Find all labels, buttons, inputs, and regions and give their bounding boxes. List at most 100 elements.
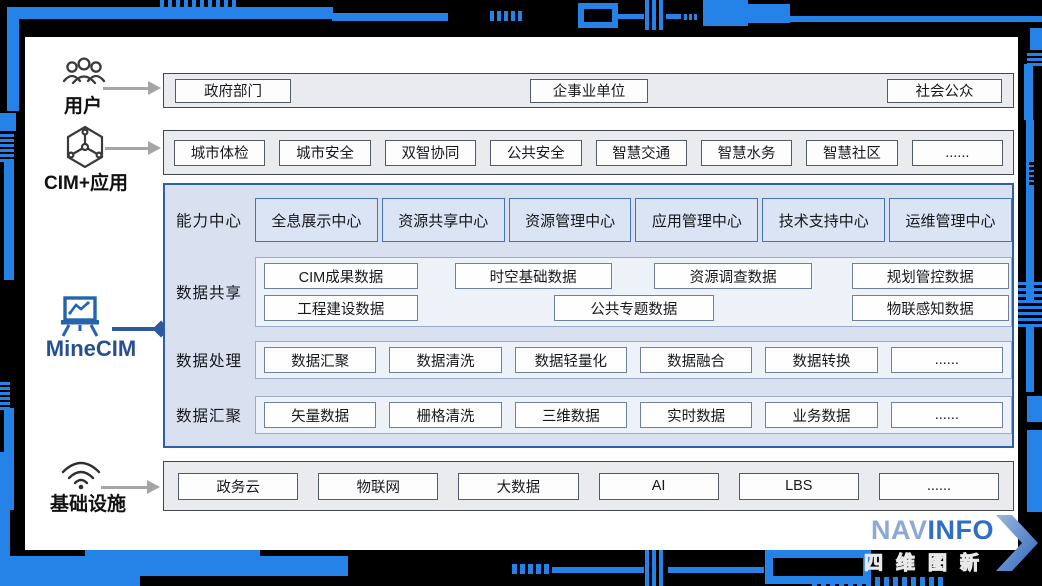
- infra-arrow-head: [147, 480, 160, 494]
- frame-decoration: [216, 0, 220, 7]
- minecim-label: MineCIM: [45, 336, 137, 361]
- frame-decoration: [0, 402, 10, 405]
- presentation-chart-icon: [57, 295, 103, 344]
- frame-decoration: [1029, 172, 1042, 175]
- frame-decoration: [1018, 312, 1042, 315]
- infrastructure-row: 政务云 物联网 大数据 AI LBS ......: [163, 461, 1014, 511]
- source-box-more: ......: [890, 402, 1003, 428]
- infra-arrow: [101, 486, 147, 489]
- frame-decoration: [1029, 182, 1042, 185]
- sharing-row-label: 数据共享: [176, 285, 243, 302]
- frame-decoration: [1026, 120, 1034, 302]
- frame-decoration: [1030, 28, 1042, 50]
- frame-decoration: [0, 154, 14, 157]
- frame-decoration: [920, 577, 925, 586]
- frame-decoration: [192, 0, 196, 7]
- capability-box: 全息展示中心: [255, 198, 378, 242]
- frame-decoration: [790, 16, 1042, 22]
- frame-decoration: [0, 144, 14, 147]
- frame-decoration: [645, 550, 649, 586]
- navinfo-logo: NAVINFO 四维图新: [828, 514, 1040, 584]
- process-box: 数据汇聚: [264, 347, 377, 373]
- frame-decoration: [668, 567, 764, 573]
- frame-decoration: [1027, 58, 1042, 61]
- frame-decoration: [7, 19, 19, 111]
- frame-decoration: [0, 387, 10, 390]
- users-row: 政府部门 企事业单位 社会公众: [163, 73, 1014, 108]
- frame-decoration: [0, 452, 14, 510]
- users-arrow: [103, 87, 148, 90]
- data-box: 工程建设数据: [264, 295, 418, 321]
- users-icon: [61, 55, 107, 98]
- frame-decoration: [518, 11, 522, 21]
- navinfo-chevron-icon: [994, 513, 1040, 578]
- frame-decoration: [1018, 288, 1042, 291]
- data-aggregation-strip: 矢量数据 栅格清洗 三维数据 实时数据 业务数据 ......: [255, 396, 1012, 434]
- frame-decoration: [1027, 430, 1042, 512]
- frame-decoration: [884, 577, 889, 586]
- frame-decoration: [652, 550, 656, 586]
- aggregation-row-label: 数据汇聚: [176, 408, 243, 425]
- data-box: 公共专题数据: [554, 295, 714, 321]
- data-box: 时空基础数据: [454, 263, 612, 289]
- frame-decoration: [552, 567, 644, 573]
- data-sharing-strip: CIM成果数据 时空基础数据 资源调查数据 规划管控数据 工程建设数据 公共专题…: [255, 257, 1012, 327]
- frame-decoration: [536, 564, 541, 574]
- frame-decoration: [497, 11, 501, 21]
- frame-decoration: [839, 577, 844, 586]
- frame-decoration: [0, 392, 10, 395]
- frame-decoration: [1018, 300, 1042, 303]
- navinfo-info-text: INFO: [927, 515, 994, 545]
- frame-decoration: [773, 558, 863, 576]
- frame-decoration: [512, 564, 517, 574]
- frame-decoration: [4, 408, 14, 452]
- frame-decoration: [184, 0, 188, 7]
- frame-decoration: [0, 397, 10, 400]
- frame-decoration: [0, 134, 14, 137]
- infra-box: 大数据: [458, 472, 579, 500]
- frame-decoration: [208, 0, 212, 7]
- frame-decoration: [504, 11, 508, 21]
- capability-box: 资源管理中心: [508, 198, 632, 242]
- frame-decoration: [1029, 167, 1042, 170]
- frame-decoration: [1018, 294, 1042, 297]
- frame-decoration: [528, 564, 533, 574]
- gov-box: 政府部门: [175, 78, 291, 103]
- app-box: 城市安全: [279, 139, 371, 166]
- users-arrow-head: [148, 81, 161, 95]
- frame-decoration: [7, 7, 333, 19]
- frame-decoration: [490, 11, 494, 21]
- frame-decoration: [866, 577, 871, 586]
- app-box: 智慧社区: [806, 139, 898, 166]
- frame-decoration: [176, 0, 180, 7]
- frame-decoration: [812, 577, 817, 586]
- processing-row-label: 数据处理: [176, 353, 243, 370]
- frame-decoration: [875, 577, 880, 586]
- frame-decoration: [694, 14, 697, 20]
- capability-box: 资源共享中心: [381, 198, 505, 242]
- infra-box: LBS: [738, 472, 859, 500]
- frame-decoration: [224, 0, 228, 7]
- process-box: 数据轻量化: [514, 347, 627, 373]
- capability-row-label: 能力中心: [176, 213, 243, 230]
- frame-decoration: [0, 139, 14, 142]
- infra-box-more: ......: [878, 472, 1000, 500]
- frame-decoration: [1018, 282, 1042, 285]
- frame-decoration: [848, 577, 853, 586]
- cim-app-arrow-head: [148, 141, 161, 155]
- source-box: 三维数据: [514, 402, 627, 428]
- frame-decoration: [0, 556, 348, 576]
- frame-decoration: [200, 0, 204, 7]
- frame-decoration: [160, 0, 164, 7]
- frame-decoration: [0, 510, 10, 558]
- frame-decoration: [584, 9, 612, 22]
- frame-decoration: [1026, 324, 1034, 392]
- frame-decoration: [1018, 306, 1042, 309]
- minecim-platform-box: 能力中心 全息展示中心 资源共享中心 资源管理中心 应用管理中心 技术支持中心 …: [163, 183, 1014, 448]
- frame-decoration: [684, 14, 687, 20]
- app-box: 公共安全: [490, 139, 582, 166]
- frame-decoration: [666, 14, 681, 19]
- source-box: 实时数据: [639, 402, 753, 428]
- process-box: 数据转换: [765, 347, 878, 373]
